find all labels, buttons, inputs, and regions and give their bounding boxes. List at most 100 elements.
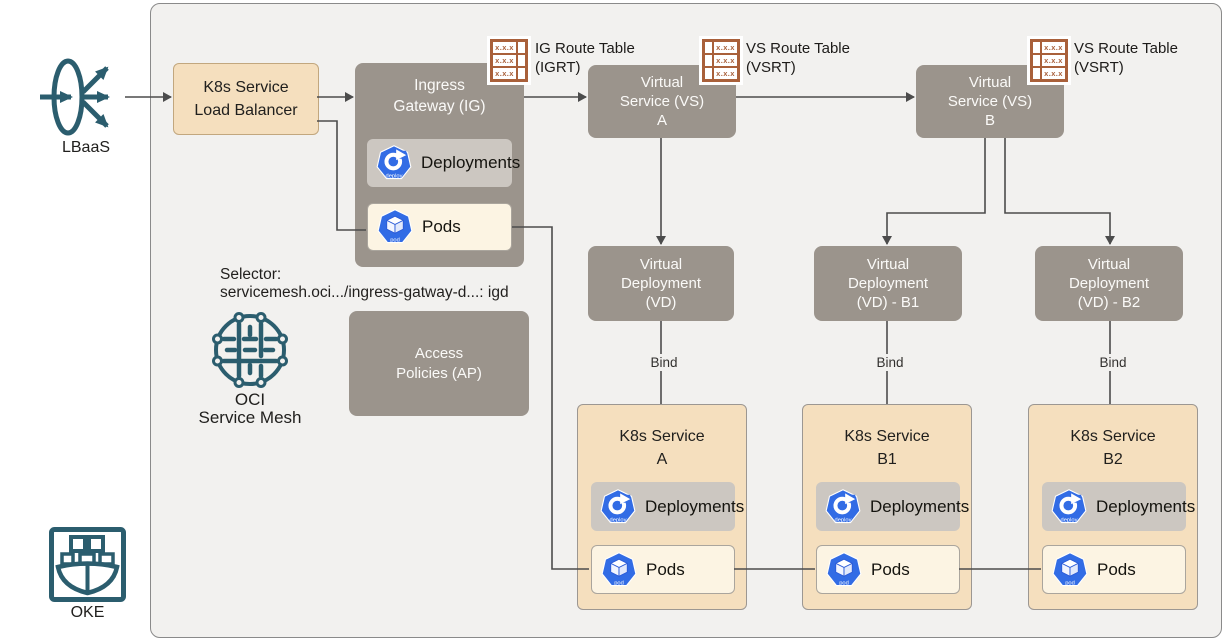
k8s-a-pods-chip: Pods [591,545,735,594]
rt-cell: x.x.x [1041,54,1066,67]
rt-cell: x.x.x [1041,41,1066,54]
pods-icon [601,552,637,588]
k8s-b1-pods-label: Pods [871,559,910,579]
ig-pods-chip: Pods [367,203,512,251]
rt-cell [517,41,526,54]
k8s-b2-title: K8s Service B2 [1029,425,1197,471]
k8s-b1-title: K8s Service B1 [803,425,971,471]
k8s-b2-pods-label: Pods [1097,559,1136,579]
pods-icon [1052,552,1088,588]
bind-label-b1: Bind [868,354,912,371]
k8s-a-deployments-label: Deployments [645,496,745,516]
vd-b1-line2: Deployment [847,274,929,292]
oci-mesh-label-line2: Service Mesh [198,408,302,427]
k8s-service-b1-box: K8s Service B1 Deployments Pods [802,404,972,610]
rt-cell [704,54,713,67]
vs-route-table-label-b: VS Route Table (VSRT) [1074,39,1178,77]
rt-cell [517,67,526,80]
k8s-service-a-box: K8s Service A Deployments Pods [577,404,747,610]
pods-icon [826,552,862,588]
rt-cell: x.x.x [492,41,517,54]
vd-b2-line2: Deployment [1068,274,1150,292]
ap-line2: Policies (AP) [396,364,482,382]
deployments-icon [376,145,412,181]
selector-line2: servicemesh.oci.../ingress-gatway-d...: … [220,284,509,301]
k8s-b2-deployments-label: Deployments [1096,496,1196,516]
rt-cell: x.x.x [713,67,738,80]
oci-mesh-label-line1: OCI [234,390,266,409]
k8s-b2-pods-chip: Pods [1042,545,1186,594]
virtual-deployment-b2-box: Virtual Deployment (VD) - B2 [1035,246,1183,321]
vs-a-line3: A [656,112,667,130]
rt-cell [704,67,713,80]
virtual-deployment-a-box: Virtual Deployment (VD) [588,246,734,321]
rt-label-line1: VS Route Table [1074,40,1178,57]
k8s-a-pods-label: Pods [646,559,685,579]
ig-title-line2: Gateway (IG) [393,97,486,115]
ig-pods-label: Pods [422,217,461,237]
deployments-icon [600,489,636,525]
oci-service-mesh-icon [212,312,288,388]
rt-label-line2: (VSRT) [746,59,796,76]
vs-b-line2: Service (VS) [947,92,1033,110]
rt-cell [1032,67,1041,80]
vs-route-table-icon-a: x.x.x x.x.x x.x.x [699,36,743,85]
ingress-gateway-box: Ingress Gateway (IG) Deployments Pods [355,63,524,267]
lb-title-line1: K8s Service [203,78,289,96]
vd-a-line1: Virtual [639,255,683,273]
rt-cell: x.x.x [1041,67,1066,80]
k8s-b1-deployments-chip: Deployments [816,482,969,531]
oke-icon [49,527,126,602]
vs-route-table-icon-b: x.x.x x.x.x x.x.x [1027,36,1071,85]
selector-annotation: Selector: servicemesh.oci.../ingress-gat… [220,266,509,302]
ig-route-table-icon: x.x.x x.x.x x.x.x [487,36,531,85]
rt-cell: x.x.x [492,54,517,67]
k8s-service-load-balancer-box: K8s Service Load Balancer [173,63,319,135]
k8s-a-line2: A [656,451,668,469]
virtual-deployment-b1-box: Virtual Deployment (VD) - B1 [814,246,962,321]
k8s-b1-deployments-label: Deployments [870,496,970,516]
vd-b2-line3: (VD) - B2 [1077,294,1141,312]
rt-cell [1032,54,1041,67]
deployments-icon [825,489,861,525]
vs-a-line1: Virtual [640,73,684,91]
lbaas-icon [40,58,110,136]
vs-route-table-label-a: VS Route Table (VSRT) [746,39,850,77]
selector-line1: Selector: [220,266,282,283]
rt-cell [517,54,526,67]
vd-a-line3: (VD) [645,294,677,312]
k8s-b1-line2: B1 [877,451,897,469]
k8s-a-deployments-chip: Deployments [591,482,744,531]
vd-b1-line1: Virtual [866,255,910,273]
bind-label-a: Bind [642,354,686,371]
rt-label-line1: VS Route Table [746,40,850,57]
vs-b-line1: Virtual [968,73,1012,91]
ig-route-table-label: IG Route Table (IGRT) [535,39,635,77]
k8s-a-line1: K8s Service [619,428,705,445]
vd-b1-line3: (VD) - B1 [856,294,920,312]
vs-a-line2: Service (VS) [619,92,705,110]
rt-cell [1032,41,1041,54]
vs-b-line3: B [984,112,995,130]
k8s-b2-deployments-chip: Deployments [1042,482,1195,531]
rt-cell: x.x.x [713,41,738,54]
k8s-b1-pods-chip: Pods [816,545,960,594]
k8s-b2-line1: K8s Service [1070,428,1156,445]
rt-cell: x.x.x [713,54,738,67]
ingress-gateway-title: Ingress Gateway (IG) [355,76,524,118]
deployments-icon [1051,489,1087,525]
vd-b2-line1: Virtual [1087,255,1131,273]
ap-line1: Access [414,345,464,363]
vd-a-line2: Deployment [620,274,702,292]
k8s-b1-line1: K8s Service [844,428,930,445]
k8s-service-b2-box: K8s Service B2 Deployments Pods [1028,404,1198,610]
lbaas-label: LBaaS [61,139,111,156]
rt-cell: x.x.x [492,67,517,80]
oke-label: OKE [70,604,105,621]
bind-label-b2: Bind [1091,354,1135,371]
ig-deployments-label: Deployments [421,153,521,173]
ig-title-line1: Ingress [414,77,465,94]
access-policies-box: Access Policies (AP) [349,311,529,416]
k8s-a-title: K8s Service A [578,425,746,471]
